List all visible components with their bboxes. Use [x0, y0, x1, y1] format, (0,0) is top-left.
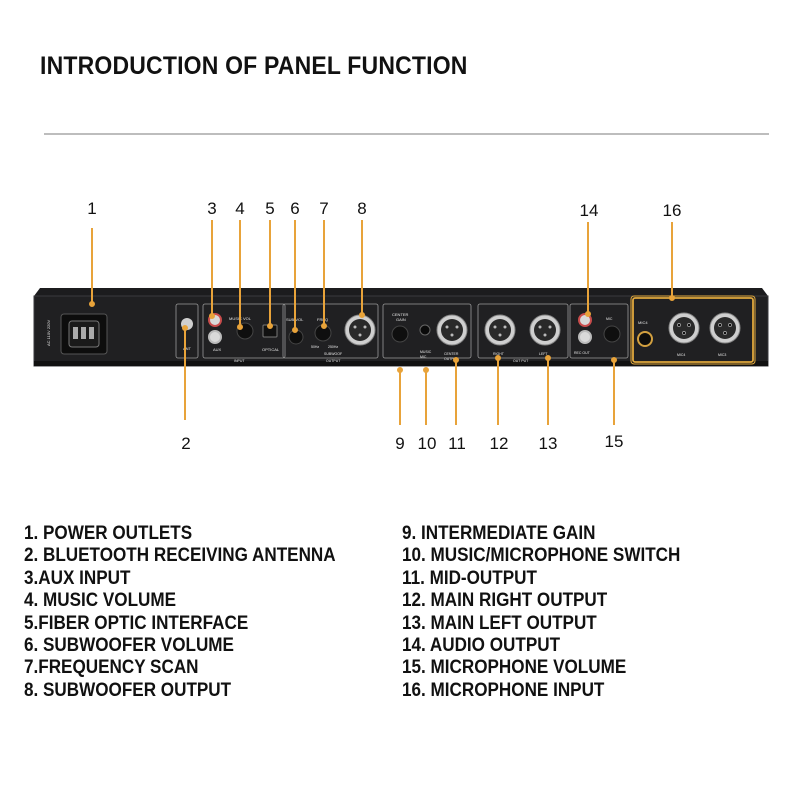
- legend-item: 13. MAIN LEFT OUTPUT: [402, 612, 597, 634]
- out-put-label: OUT PUT: [513, 359, 529, 363]
- legend-item: 11. MID-OUTPUT: [402, 567, 537, 589]
- center-gain-label-1: CENTER: [392, 312, 409, 317]
- antenna-label: ANT: [183, 346, 192, 351]
- freq-high-label: 250Hz: [328, 345, 338, 349]
- legend-item: 2. BLUETOOTH RECEIVING ANTENNA: [24, 545, 336, 567]
- page-title: INTRODUCTION OF PANEL FUNCTION: [40, 52, 468, 80]
- callout-number-9: 9: [395, 434, 405, 453]
- rec-out-label: REC OUT: [574, 351, 591, 355]
- power-rating-label: AC 110V 220V: [46, 320, 51, 346]
- legend-right: 9. INTERMEDIATE GAIN 10. MUSIC/MICROPHON…: [402, 523, 711, 702]
- aux-label: AUX: [213, 347, 222, 352]
- callout-number-12: 12: [489, 434, 509, 453]
- subwoof-label: SUBWOOF: [324, 352, 342, 356]
- legend-item: 3.AUX INPUT: [24, 567, 131, 589]
- legend-item: 15. MICROPHONE VOLUME: [402, 657, 627, 679]
- legend-item: 4. MUSIC VOLUME: [24, 590, 177, 612]
- callout-number-7: 7: [319, 199, 329, 218]
- callout-number-13: 13: [538, 434, 558, 453]
- center-section: CENTER GAIN MUSIC MIC CENTER OUTPUT: [382, 303, 472, 361]
- legend-item: 7.FREQUENCY SCAN: [24, 657, 199, 679]
- legend-item: 9. INTERMEDIATE GAIN: [402, 523, 596, 544]
- divider: [44, 133, 769, 135]
- legend-item: 8. SUBWOOFER OUTPUT: [24, 679, 232, 701]
- callout-number-2: 2: [181, 434, 191, 453]
- center-output-label-2: OUTPUT: [444, 357, 459, 361]
- callout-number-4: 4: [235, 199, 245, 218]
- mic4-label-top: MIC4: [638, 320, 648, 325]
- legend-item: 6. SUBWOOFER VOLUME: [24, 635, 234, 657]
- mic-input-section: MIC4 MIC4 MIC3: [630, 295, 756, 365]
- freq-low-label: 50Hz: [311, 345, 319, 349]
- callout-number-5: 5: [265, 199, 275, 218]
- input-section: MUSIC VOL AUX INPUT OPTICAL: [202, 303, 286, 363]
- mic4-label: MIC4: [677, 353, 685, 357]
- right-label: RIGHT: [493, 352, 505, 356]
- freq-label: FREQ: [317, 317, 328, 322]
- switch-music-label: MUSIC: [420, 350, 432, 354]
- callout-number-10: 10: [417, 434, 437, 453]
- legend-item: 14. AUDIO OUTPUT: [402, 635, 561, 657]
- optical-label: OPTICAL: [262, 347, 280, 352]
- sub-output-label: OUTPUT: [326, 359, 341, 363]
- callout-number-11: 11: [448, 434, 466, 453]
- callout-number-3: 3: [207, 199, 217, 218]
- callout-lines: [89, 220, 675, 425]
- legend-item: 16. MICROPHONE INPUT: [402, 679, 605, 701]
- input-label: INPUT: [234, 359, 245, 363]
- legend-item: 10. MUSIC/MICROPHONE SWITCH: [402, 545, 681, 567]
- callout-number-1: 1: [87, 199, 97, 218]
- power-inlet: AC 110V 220V: [46, 313, 108, 355]
- mic-label: MIC: [606, 317, 613, 321]
- callout-number-6: 6: [290, 199, 300, 218]
- mic3-label: MIC3: [718, 353, 726, 357]
- main-output-section: RIGHT LEFT OUT PUT: [477, 303, 569, 363]
- callout-number-16: 16: [662, 201, 682, 220]
- left-label: LEFT: [539, 352, 548, 356]
- rec-out-section: REC OUT MIC: [569, 303, 629, 359]
- legend-item: 5.FIBER OPTIC INTERFACE: [24, 612, 249, 634]
- switch-mic-label: MIC: [420, 355, 427, 359]
- center-output-label-1: CENTER: [444, 352, 459, 356]
- legend-left: 1. POWER OUTLETS 2. BLUETOOTH RECEIVING …: [24, 523, 370, 702]
- legend-item: 1. POWER OUTLETS: [24, 523, 193, 544]
- center-gain-label-2: GAIN: [396, 317, 406, 322]
- callout-number-8: 8: [357, 199, 367, 218]
- callout-number-14: 14: [579, 201, 599, 220]
- callout-number-15: 15: [604, 432, 624, 451]
- legend-item: 12. MAIN RIGHT OUTPUT: [402, 590, 608, 612]
